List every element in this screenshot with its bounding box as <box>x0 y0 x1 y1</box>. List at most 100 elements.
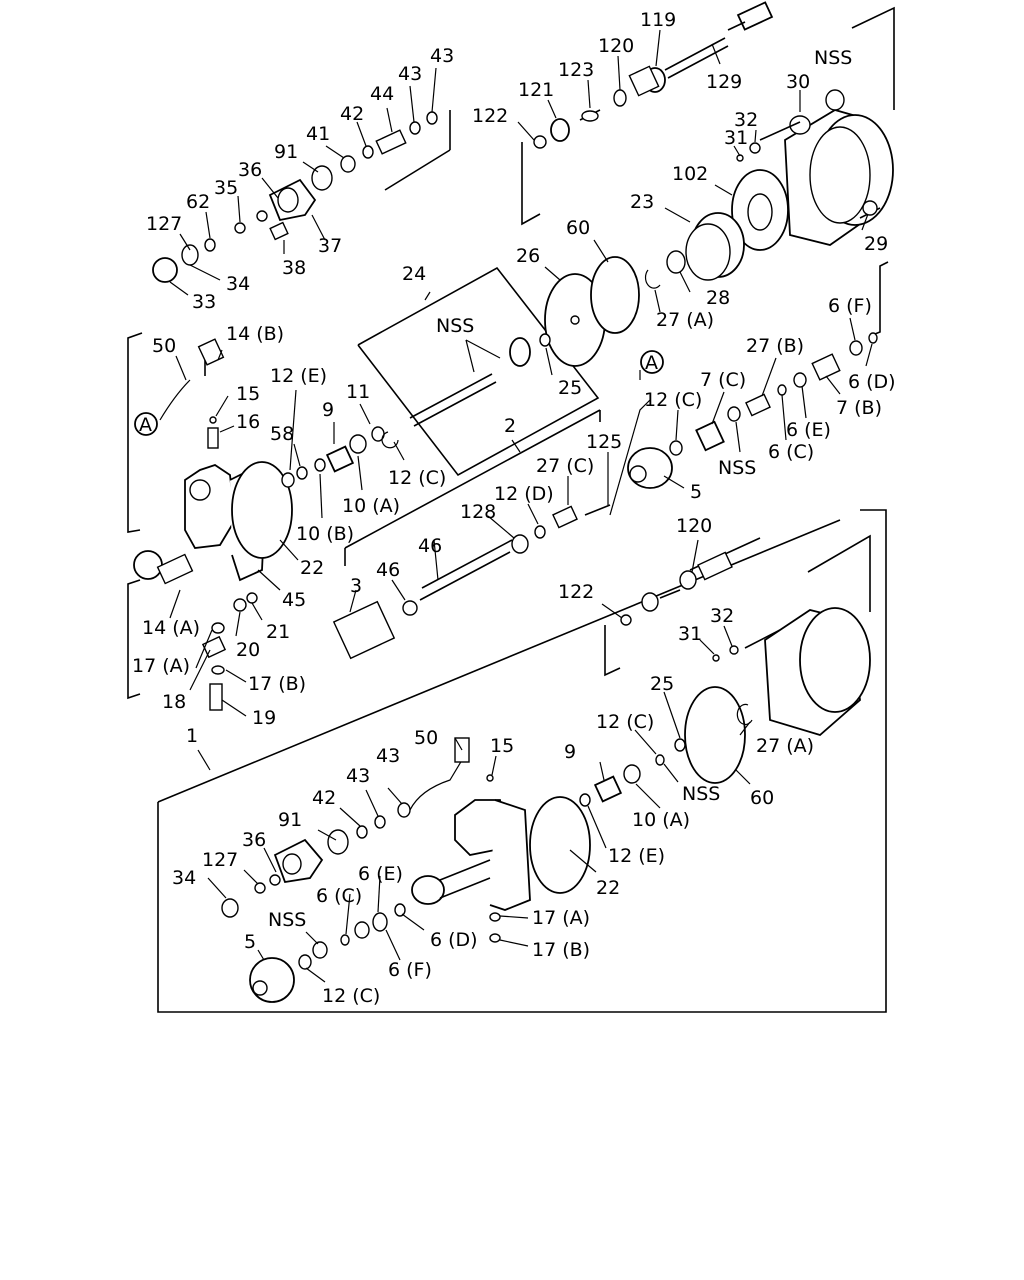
callout-123: 123 <box>558 59 594 81</box>
callout-50: 50 <box>414 727 438 749</box>
callout-44: 44 <box>370 83 394 105</box>
callout-24: 24 <box>402 263 426 285</box>
callout-nss: NSS <box>814 47 852 69</box>
callout-36: 36 <box>238 159 262 181</box>
callout-30: 30 <box>786 71 810 93</box>
callout-nss: NSS <box>436 315 474 337</box>
callout-29: 29 <box>864 233 888 255</box>
callout-12c: 12 (C) <box>388 467 446 489</box>
callout-26: 26 <box>516 245 540 267</box>
callout-1: 1 <box>186 725 198 747</box>
callout-2: 2 <box>504 415 516 437</box>
callout-19: 19 <box>252 707 276 729</box>
reference-circle-a-left <box>134 412 158 436</box>
callout-120: 120 <box>676 515 712 537</box>
callout-14b: 14 (B) <box>226 323 284 345</box>
callout-7b: 7 (B) <box>836 397 882 419</box>
callout-129: 129 <box>706 71 742 93</box>
callout-43: 43 <box>430 45 454 67</box>
callout-60: 60 <box>750 787 774 809</box>
callout-32: 32 <box>734 109 758 131</box>
callout-6e: 6 (E) <box>786 419 831 441</box>
callout-42: 42 <box>340 103 364 125</box>
callout-17b: 17 (B) <box>532 939 590 961</box>
callout-10b: 10 (B) <box>296 523 354 545</box>
callout-128: 128 <box>460 501 496 523</box>
callout-6f: 6 (F) <box>388 959 432 981</box>
callout-3: 3 <box>350 575 362 597</box>
callout-91: 91 <box>278 809 302 831</box>
callout-6c: 6 (C) <box>316 885 362 907</box>
callout-127: 127 <box>202 849 238 871</box>
callout-38: 38 <box>282 257 306 279</box>
callout-28: 28 <box>706 287 730 309</box>
callout-21: 21 <box>266 621 290 643</box>
leader-lines <box>169 29 873 983</box>
callout-36: 36 <box>242 829 266 851</box>
callout-6d: 6 (D) <box>848 371 896 393</box>
callout-14a: 14 (A) <box>142 617 200 639</box>
callout-20: 20 <box>236 639 260 661</box>
callout-25: 25 <box>558 377 582 399</box>
callout-12c: 12 (C) <box>644 389 702 411</box>
callout-5: 5 <box>244 931 256 953</box>
upper-housing <box>736 89 894 246</box>
callout-34: 34 <box>172 867 196 889</box>
callout-119: 119 <box>640 9 676 31</box>
callout-10a: 10 (A) <box>632 809 690 831</box>
callout-45: 45 <box>282 589 306 611</box>
lower-sub-assembly <box>221 537 871 1003</box>
valve-body-upper <box>133 338 293 585</box>
callout-102: 102 <box>672 163 708 185</box>
callout-12d: 12 (D) <box>494 483 554 505</box>
callout-12c: 12 (C) <box>596 711 654 733</box>
sensor-harness <box>613 1 774 107</box>
callout-22: 22 <box>596 877 620 899</box>
callout-127: 127 <box>146 213 182 235</box>
callout-7c: 7 (C) <box>700 369 746 391</box>
callout-122: 122 <box>558 581 594 603</box>
callout-12c: 12 (C) <box>322 985 380 1007</box>
callout-10a: 10 (A) <box>342 495 400 517</box>
callout-122: 122 <box>472 105 508 127</box>
callout-17b: 17 (B) <box>248 673 306 695</box>
callout-125: 125 <box>586 431 622 453</box>
callout-18: 18 <box>162 691 186 713</box>
callout-121: 121 <box>518 79 554 101</box>
callout-62: 62 <box>186 191 210 213</box>
callout-nss: NSS <box>268 909 306 931</box>
callout-43: 43 <box>376 745 400 767</box>
callout-a: A <box>139 414 152 436</box>
callout-5: 5 <box>690 481 702 503</box>
callout-a: A <box>645 352 658 374</box>
callout-12e: 12 (E) <box>270 365 327 387</box>
callout-17a: 17 (A) <box>532 907 590 929</box>
callout-46: 46 <box>418 535 442 557</box>
parts-geometry <box>133 1 894 1003</box>
callout-46: 46 <box>376 559 400 581</box>
callout-6f: 6 (F) <box>828 295 872 317</box>
callout-34: 34 <box>226 273 250 295</box>
callout-nss: NSS <box>682 783 720 805</box>
callout-60: 60 <box>566 217 590 239</box>
callout-22: 22 <box>300 557 324 579</box>
callout-37: 37 <box>318 235 342 257</box>
callout-17a: 17 (A) <box>132 655 190 677</box>
callout-41: 41 <box>306 123 330 145</box>
callout-23: 23 <box>630 191 654 213</box>
callout-nss: NSS <box>718 457 756 479</box>
callout-91: 91 <box>274 141 298 163</box>
reference-circle-a-right <box>640 350 664 374</box>
callout-43: 43 <box>398 63 422 85</box>
callout-27c: 27 (C) <box>536 455 594 477</box>
callout-labels: 119 120 123 121 122 129 30 NSS 32 3 1 102… <box>132 9 896 1007</box>
callout-120: 120 <box>598 35 634 57</box>
assembly-frame-lines <box>127 6 895 1013</box>
callout-6e: 6 (E) <box>358 863 403 885</box>
callout-15: 15 <box>490 735 514 757</box>
callout-50: 50 <box>152 335 176 357</box>
callout-32: 32 <box>710 605 734 627</box>
callout-16: 16 <box>236 411 260 433</box>
callout-12e: 12 (E) <box>608 845 665 867</box>
